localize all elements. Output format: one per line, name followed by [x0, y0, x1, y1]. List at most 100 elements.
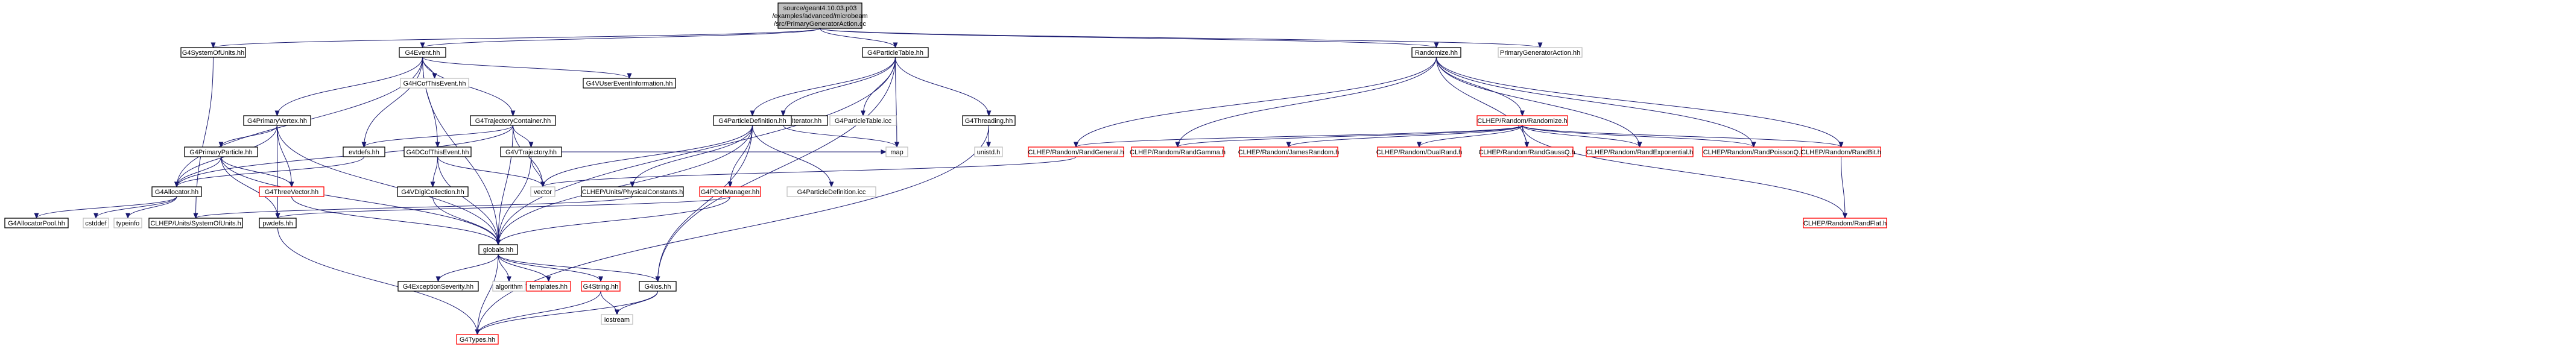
node-vdigicollection[interactable]: G4VDigiCollection.hh [397, 186, 469, 197]
node-vtrajectory[interactable]: G4VTrajectory.hh [500, 146, 562, 157]
node-unistd[interactable]: unistd.h [974, 146, 1003, 157]
edge-g4string-to-g4types [475, 291, 601, 336]
node-evtdefs[interactable]: evtdefs.hh [343, 146, 385, 157]
edge-g4ios-to-iostream [615, 291, 658, 316]
node-randgamma[interactable]: CLHEP/Random/RandGamma.h [1130, 146, 1226, 157]
node-box [1480, 146, 1574, 157]
edge-root-to-event [420, 28, 820, 49]
edge-root-to-sysunits [210, 28, 820, 49]
node-pdefmanager[interactable]: G4PDefManager.hh [699, 186, 761, 197]
node-iostream[interactable]: iostream [601, 314, 633, 325]
node-randomize[interactable]: Randomize.hh [1411, 47, 1461, 58]
edge-event-to-vuserevent [422, 57, 632, 80]
node-vector[interactable]: vector [530, 186, 555, 197]
node-randgaussq[interactable]: CLHEP/Random/RandGaussQ.h [1478, 146, 1575, 157]
node-box [343, 146, 385, 157]
node-primaryparticle[interactable]: G4PrimaryParticle.hh [184, 146, 258, 157]
edge-arrowhead [780, 110, 786, 117]
edge-root-to-pgaction [820, 28, 1543, 49]
node-allocator[interactable]: G4Allocator.hh [151, 186, 202, 197]
node-randflat[interactable]: CLHEP/Random/RandFlat.h [1803, 218, 1887, 228]
node-g4ios[interactable]: G4ios.hh [639, 281, 677, 292]
edge-line [221, 156, 292, 187]
node-label: G4ExceptionSeverity.hh [403, 283, 473, 291]
edge-line [1177, 125, 1523, 148]
node-randbit[interactable]: CLHEP/Random/RandBit.h [1801, 146, 1881, 157]
edge-trajcontainer-to-evtdefs [361, 125, 513, 148]
node-box [492, 281, 526, 292]
node-g4types[interactable]: G4Types.hh [456, 334, 499, 345]
edge-line [752, 125, 832, 187]
node-label: G4PDefManager.hh [701, 189, 759, 196]
node-physconst[interactable]: CLHEP/Units/PhysicalConstants.h [581, 186, 684, 197]
node-globals[interactable]: globals.hh [478, 244, 518, 255]
node-jamesrandom[interactable]: CLHEP/Random/JamesRandom.h [1238, 146, 1340, 157]
edge-line [422, 57, 435, 79]
edge-line [437, 156, 499, 245]
node-trajcontainer[interactable]: G4TrajectoryContainer.hh [470, 115, 556, 126]
node-clhep_randomize[interactable]: CLHEP/Random/Randomize.h [1476, 115, 1568, 126]
node-threading[interactable]: G4Threading.hh [962, 115, 1016, 126]
edge-line [422, 28, 820, 48]
node-pgaction[interactable]: PrimaryGeneratorAction.hh [1498, 47, 1583, 58]
node-box [1498, 47, 1583, 58]
node-allocatorpool[interactable]: G4AllocatorPool.hh [4, 218, 69, 228]
edge-arrowhead [1520, 110, 1525, 117]
node-exceptionseverity[interactable]: G4ExceptionSeverity.hh [397, 281, 479, 292]
node-map[interactable]: map [885, 146, 908, 157]
edge-line [277, 125, 499, 245]
node-pwdefs[interactable]: pwdefs.hh [259, 218, 297, 228]
node-typeinfo[interactable]: typeinfo [113, 218, 142, 228]
node-randexp[interactable]: CLHEP/Random/RandExponential.h [1586, 146, 1694, 157]
node-label: CLHEP/Random/RandGamma.h [1130, 149, 1226, 156]
node-label: G4ParticleTable.icc [835, 118, 892, 125]
node-threevector[interactable]: G4ThreeVector.hh [259, 186, 324, 197]
node-templates[interactable]: templates.hh [526, 281, 571, 292]
edge-line [176, 156, 364, 187]
edge-randomize-to-randbit [1436, 57, 1844, 148]
edge-g4ios-to-g4types [475, 291, 658, 336]
edge-arrowhead [1175, 142, 1180, 148]
node-sysunits[interactable]: G4SystemOfUnits.hh [180, 47, 246, 58]
edge-line [895, 57, 989, 116]
edge-particletable-to-threading [895, 57, 992, 117]
node-label: /src/PrimaryGeneratorAction.cc [774, 20, 866, 28]
node-label: G4TrajectoryContainer.hh [475, 118, 551, 125]
node-g4string[interactable]: G4String.hh [581, 281, 621, 292]
edge-arrowhead [275, 213, 280, 219]
node-box [1411, 47, 1461, 58]
node-partdef[interactable]: G4ParticleDefinition.hh [713, 115, 792, 126]
edge-line [36, 196, 177, 219]
edge-arrowhead [435, 142, 440, 148]
edge-line [600, 291, 618, 315]
edge-particletable-to-partdef [750, 57, 896, 117]
node-cstddef[interactable]: cstddef [83, 218, 109, 228]
node-algorithm[interactable]: algorithm [492, 281, 526, 292]
node-primaryvertex[interactable]: G4PrimaryVertex.hh [243, 115, 311, 126]
node-dcofthisevent[interactable]: G4DCofThisEvent.hh [403, 146, 472, 157]
node-dualrand[interactable]: CLHEP/Random/DualRand.h [1376, 146, 1462, 157]
node-clhep_sysunits[interactable]: CLHEP/Units/SystemOfUnits.h [148, 218, 243, 228]
edge-primaryvertex-to-pwdefs [275, 125, 280, 219]
node-root[interactable]: source/geant4.10.03.p03/examples/advance… [772, 2, 868, 29]
node-label: evtdefs.hh [349, 149, 379, 156]
edge-arrowhead [435, 276, 441, 283]
edge-clhep_randomize-to-randpoisson [1522, 125, 1756, 148]
node-partdef_icc[interactable]: G4ParticleDefinition.icc [786, 186, 876, 197]
node-particletable[interactable]: G4ParticleTable.hh [862, 47, 929, 58]
node-randpoisson[interactable]: CLHEP/Random/RandPoissonQ.h [1702, 146, 1805, 157]
node-hcofthisevent[interactable]: G4HCofThisEvent.hh [400, 78, 469, 89]
edge-partdef-to-g4ios [655, 125, 753, 283]
edge-line [498, 254, 549, 282]
edge-pdefmanager-to-pwdefs [275, 196, 730, 219]
node-vuserevent[interactable]: G4VUserEventInformation.hh [583, 78, 676, 89]
edge-line [820, 28, 1437, 48]
edge-partdef-to-vector [540, 125, 753, 188]
node-box [829, 115, 897, 126]
edge-line [437, 156, 543, 187]
edge-line [498, 254, 658, 282]
edge-arrowhead [1417, 142, 1422, 148]
node-ptable_icc[interactable]: G4ParticleTable.icc [829, 115, 897, 126]
node-event[interactable]: G4Event.hh [399, 47, 446, 58]
node-randgeneral[interactable]: CLHEP/Random/RandGeneral.h [1028, 146, 1124, 157]
